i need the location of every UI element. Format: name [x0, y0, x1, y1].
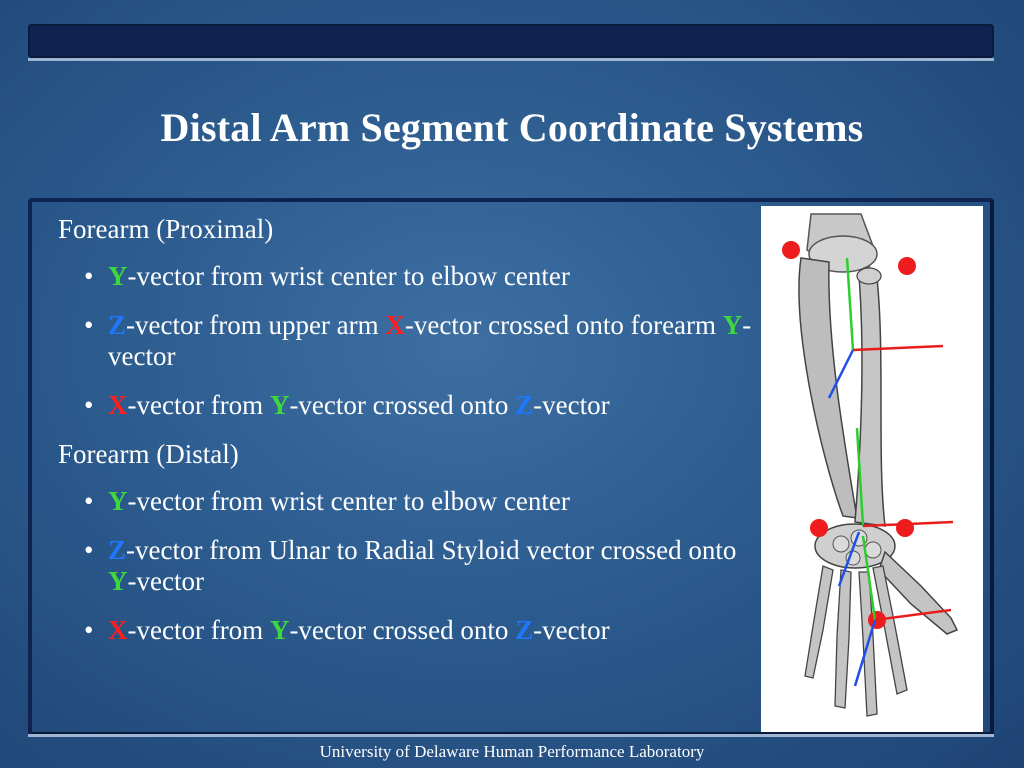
vector-x-label: X — [385, 310, 405, 340]
bullet-icon: • — [84, 310, 94, 340]
vector-y-label: Y — [269, 390, 290, 420]
vector-y-label: Y — [108, 486, 128, 516]
bullet-icon: • — [84, 535, 94, 565]
bullet-content: Forearm (Proximal) •Y-vector from wrist … — [58, 214, 758, 664]
forearm-skeleton-image — [782, 213, 959, 717]
vector-y-label: Y — [722, 310, 743, 340]
section-proximal: Forearm (Proximal) •Y-vector from wrist … — [58, 214, 758, 421]
bullet-text: -vector from — [127, 390, 270, 420]
bullet-text: -vector from — [127, 615, 270, 645]
vector-x-label: X — [108, 390, 128, 420]
list-item: • Y-vector from wrist center to elbow cen… — [58, 261, 758, 292]
section-heading: Forearm (Proximal) — [58, 214, 274, 244]
bullet-text: -vector from upper arm — [126, 310, 386, 340]
section-distal: Forearm (Distal) •Y-vector from wrist ce… — [58, 439, 758, 646]
footer-credit: University of Delaware Human Performance… — [319, 742, 705, 761]
bullet-icon: • — [84, 486, 94, 516]
list-item: • X-vector from Y-vector crossed onto Z-v… — [58, 390, 758, 421]
list-item: • Y-vector from wrist center to elbow cen… — [58, 486, 758, 517]
bullet-text: -vector crossed onto forearm — [404, 310, 723, 340]
section-heading: Forearm (Distal) — [58, 439, 239, 469]
top-decor-bar — [28, 24, 994, 58]
bullet-text: -vector — [533, 615, 610, 645]
vector-z-label: Z — [515, 390, 534, 420]
vector-y-label: Y — [108, 261, 128, 291]
top-divider — [28, 58, 994, 61]
list-item: • X-vector from Y-vector crossed onto Z-v… — [58, 615, 758, 646]
bullet-text: -vector from wrist center to elbow cente… — [127, 486, 570, 516]
vector-y-label: Y — [108, 566, 128, 596]
vector-z-label: Z — [108, 310, 127, 340]
vector-x-label: X — [108, 615, 128, 645]
bullet-text: -vector from Ulnar to Radial Styloid vec… — [126, 535, 737, 565]
vector-y-label: Y — [269, 615, 290, 645]
bottom-divider — [28, 734, 994, 737]
bullet-icon: • — [84, 390, 94, 420]
bullet-text: -vector crossed onto — [289, 390, 516, 420]
slide-title: Distal Arm Segment Coordinate Systems — [160, 105, 864, 150]
list-item: • Z-vector from upper arm X-vector crosse… — [58, 310, 758, 372]
bullet-text: -vector — [108, 310, 752, 371]
bullet-text: -vector crossed onto — [289, 615, 516, 645]
vector-z-label: Z — [515, 615, 534, 645]
bullet-text: -vector from wrist center to elbow cente… — [127, 261, 570, 291]
bullet-text: -vector — [127, 566, 204, 596]
vector-z-label: Z — [108, 535, 127, 565]
bullet-icon: • — [84, 615, 94, 645]
list-item: • Z-vector from Ulnar to Radial Styloid v… — [58, 535, 758, 597]
forearm-illustration — [761, 206, 983, 732]
bullet-text: -vector — [533, 390, 610, 420]
bullet-icon: • — [84, 261, 94, 291]
